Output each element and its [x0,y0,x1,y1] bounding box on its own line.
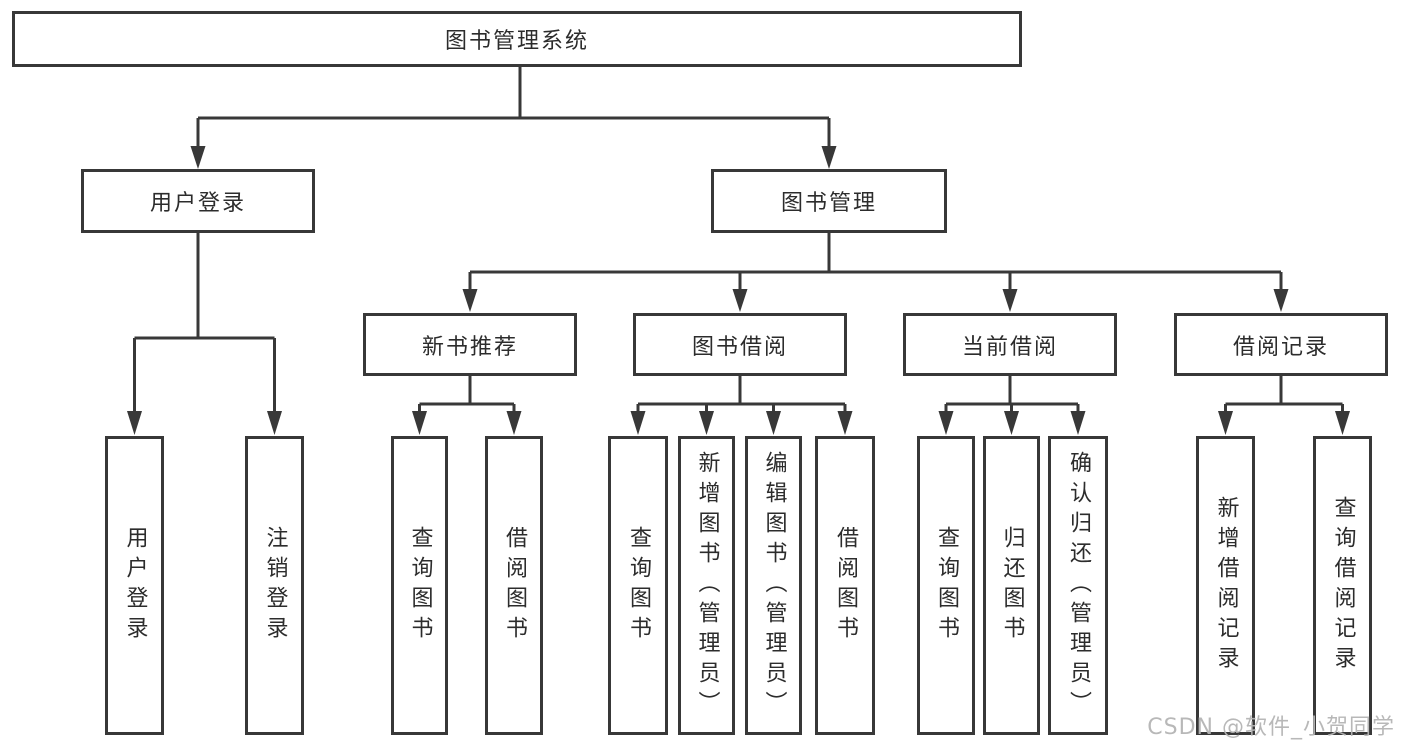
node-new-book-recommend: 新书推荐 [363,313,577,376]
node-root-label: 图书管理系统 [444,29,589,54]
leaf-borrow-add-book-admin-label: 新增图书（管理员） [694,450,720,721]
leaf-newbook-query-book: 查询图书 [391,436,448,735]
leaf-borrow-add-book-admin: 新增图书（管理员） [678,436,735,735]
leaf-user-login: 用户登录 [105,436,164,735]
leaf-record-add-record-label: 新增借阅记录 [1213,495,1239,676]
node-user-login-label: 用户登录 [149,191,246,216]
leaf-current-return-book: 归还图书 [983,436,1040,735]
leaf-borrow-borrow-book: 借阅图书 [815,436,875,735]
csdn-watermark: CSDN @软件_小贺同学 [1147,715,1395,740]
leaf-borrow-query-book: 查询图书 [608,436,668,735]
node-current-borrow: 当前借阅 [903,313,1117,376]
leaf-current-confirm-return-admin: 确认归还（管理员） [1048,436,1108,735]
node-book-borrow: 图书借阅 [633,313,847,376]
node-book-management: 图书管理 [711,169,947,233]
leaf-borrow-edit-book-admin-label: 编辑图书（管理员） [761,450,787,721]
leaf-borrow-edit-book-admin: 编辑图书（管理员） [745,436,802,735]
node-book-borrow-label: 图书借阅 [691,334,788,360]
leaf-record-add-record: 新增借阅记录 [1196,436,1255,735]
leaf-newbook-query-book-label: 查询图书 [407,525,433,646]
node-current-borrow-label: 当前借阅 [961,334,1058,360]
leaf-logout-label: 注销登录 [262,525,288,646]
leaf-logout: 注销登录 [245,436,304,735]
leaf-newbook-borrow-book-label: 借阅图书 [502,525,527,646]
node-borrow-records: 借阅记录 [1174,313,1388,376]
node-book-management-label: 图书管理 [780,191,877,216]
leaf-newbook-borrow-book: 借阅图书 [485,436,543,735]
leaf-current-query-book-label: 查询图书 [934,525,959,646]
leaf-record-query-record-label: 查询借阅记录 [1330,495,1356,676]
leaf-record-query-record: 查询借阅记录 [1313,436,1372,735]
leaf-borrow-query-book-label: 查询图书 [626,525,651,646]
leaf-current-query-book: 查询图书 [917,436,975,735]
node-new-book-recommend-label: 新书推荐 [421,334,518,360]
leaf-current-confirm-return-admin-label: 确认归还（管理员） [1066,450,1091,721]
leaf-user-login-label: 用户登录 [122,525,148,646]
leaf-borrow-borrow-book-label: 借阅图书 [833,525,858,646]
node-user-login: 用户登录 [81,169,315,233]
leaf-current-return-book-label: 归还图书 [999,525,1025,646]
node-borrow-records-label: 借阅记录 [1232,334,1329,360]
node-root: 图书管理系统 [12,11,1022,67]
